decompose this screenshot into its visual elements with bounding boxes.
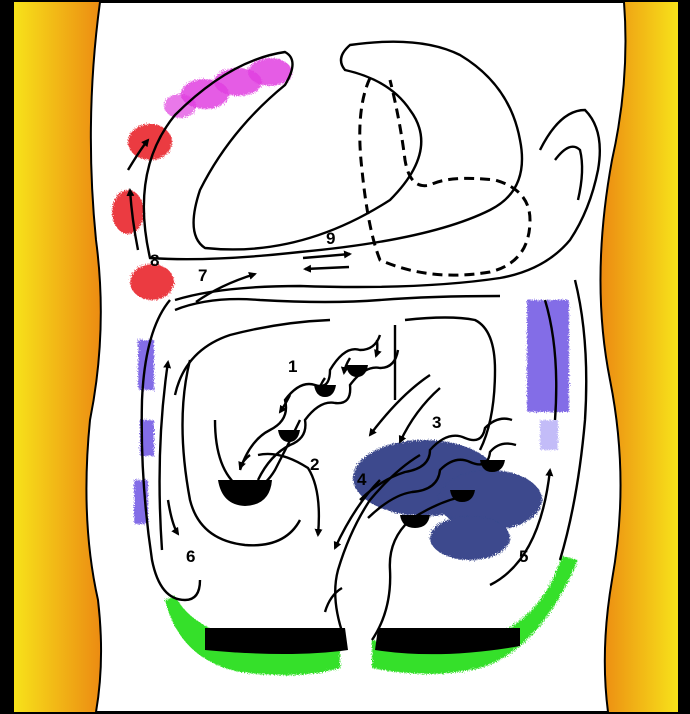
label-3: 3 [432, 413, 441, 432]
left-body-band [14, 2, 102, 712]
label-8: 8 [150, 251, 159, 270]
label-9: 9 [326, 229, 335, 248]
label-4: 4 [357, 470, 367, 489]
label-1: 1 [288, 357, 297, 376]
label-6: 6 [186, 547, 195, 566]
label-2: 2 [310, 455, 319, 474]
bottom-bar-left [205, 628, 348, 654]
label-7: 7 [198, 266, 207, 285]
label-5: 5 [519, 547, 528, 566]
